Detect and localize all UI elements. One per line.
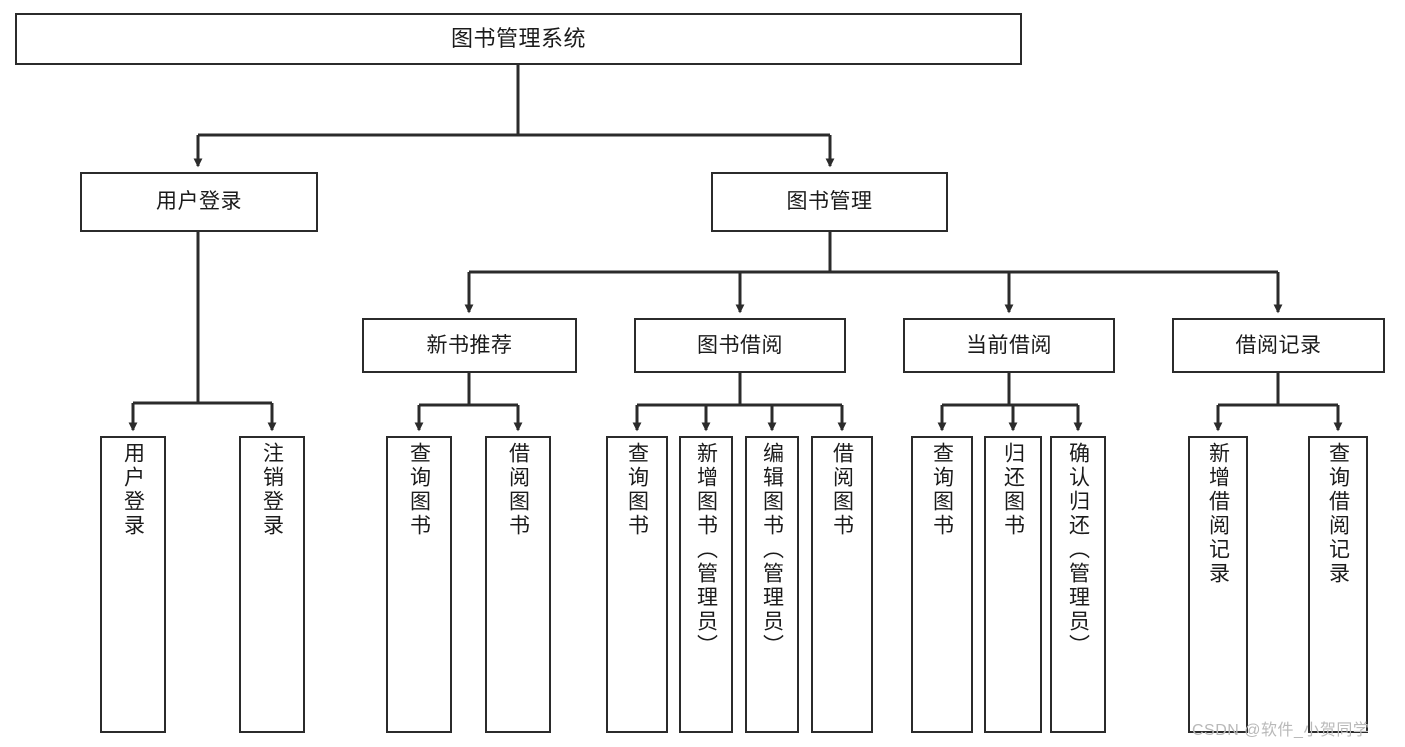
node-leaf-borrow-book-bb-label: 借阅图书: [830, 442, 854, 538]
node-leaf-query-book-bb-label: 查询图书: [625, 442, 649, 538]
node-leaf-return-book[interactable]: 归还图书: [984, 436, 1042, 733]
node-leaf-user-login[interactable]: 用户登录: [100, 436, 166, 733]
node-leaf-logout[interactable]: 注销登录: [239, 436, 305, 733]
node-leaf-add-book-label: 新增图书（管理员）: [694, 442, 718, 658]
node-leaf-logout-label: 注销登录: [260, 442, 284, 538]
node-leaf-query-book-cb[interactable]: 查询图书: [911, 436, 973, 733]
node-leaf-add-record[interactable]: 新增借阅记录: [1188, 436, 1248, 733]
node-leaf-confirm-return[interactable]: 确认归还（管理员）: [1050, 436, 1106, 733]
node-leaf-borrow-book-rec-label: 借阅图书: [506, 442, 530, 538]
node-root-label: 图书管理系统: [450, 25, 586, 51]
node-book-manage-label: 图书管理: [786, 190, 873, 214]
node-leaf-query-record-label: 查询借阅记录: [1326, 442, 1350, 586]
node-user-login[interactable]: 用户登录: [80, 172, 318, 232]
node-user-login-label: 用户登录: [156, 190, 242, 214]
node-leaf-add-record-label: 新增借阅记录: [1206, 442, 1230, 586]
node-leaf-edit-book-label: 编辑图书（管理员）: [760, 442, 784, 658]
node-leaf-user-login-label: 用户登录: [121, 442, 145, 538]
node-borrow-record[interactable]: 借阅记录: [1172, 318, 1385, 373]
csdn-watermark: CSDN @软件_小贺同学: [1192, 722, 1370, 739]
node-borrow-record-label: 借阅记录: [1235, 333, 1322, 357]
node-book-manage[interactable]: 图书管理: [711, 172, 948, 232]
node-book-borrow[interactable]: 图书借阅: [634, 318, 846, 373]
node-leaf-edit-book[interactable]: 编辑图书（管理员）: [745, 436, 799, 733]
node-leaf-query-book-rec[interactable]: 查询图书: [386, 436, 452, 733]
node-leaf-borrow-book-rec[interactable]: 借阅图书: [485, 436, 551, 733]
node-leaf-borrow-book-bb[interactable]: 借阅图书: [811, 436, 873, 733]
node-current-borrow[interactable]: 当前借阅: [903, 318, 1115, 373]
node-new-book-recommend[interactable]: 新书推荐: [362, 318, 577, 373]
node-root[interactable]: 图书管理系统: [15, 13, 1022, 65]
node-leaf-add-book[interactable]: 新增图书（管理员）: [679, 436, 733, 733]
node-leaf-query-book-bb[interactable]: 查询图书: [606, 436, 668, 733]
node-leaf-return-book-label: 归还图书: [1001, 442, 1025, 538]
node-new-book-recommend-label: 新书推荐: [426, 333, 513, 357]
node-leaf-query-book-cb-label: 查询图书: [930, 442, 954, 538]
node-book-borrow-label: 图书借阅: [697, 333, 783, 357]
node-leaf-query-book-rec-label: 查询图书: [407, 442, 431, 538]
node-leaf-query-record[interactable]: 查询借阅记录: [1308, 436, 1368, 733]
node-leaf-confirm-return-label: 确认归还（管理员）: [1066, 442, 1090, 658]
node-current-borrow-label: 当前借阅: [966, 333, 1052, 357]
